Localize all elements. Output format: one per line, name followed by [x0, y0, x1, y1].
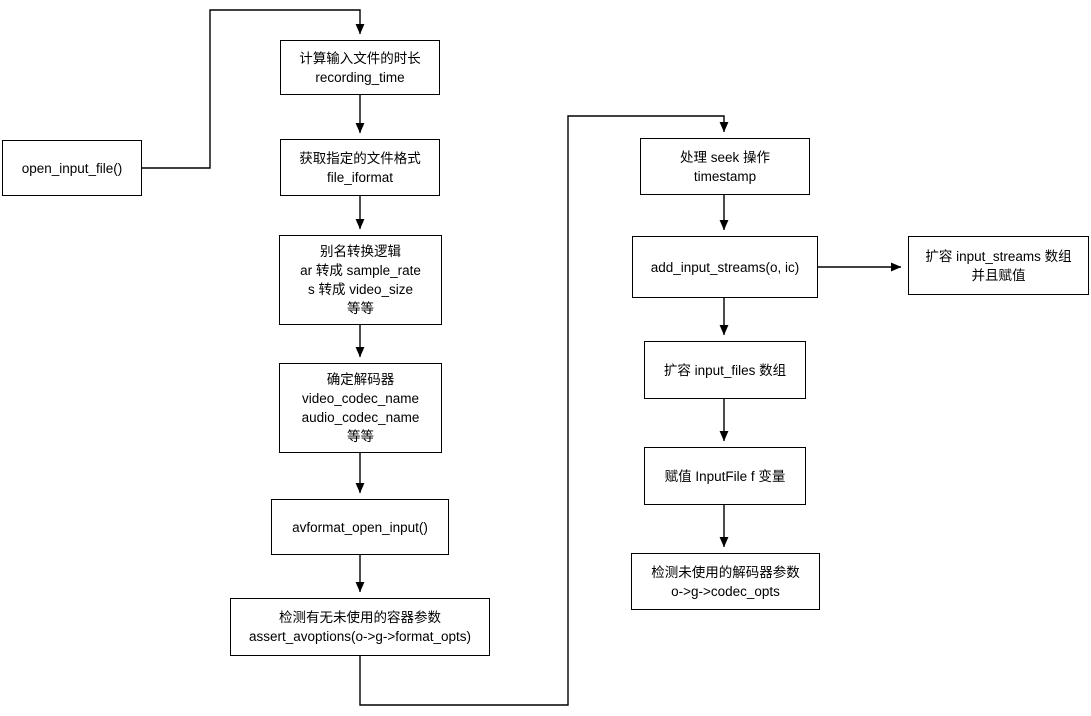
node-open-input-file[interactable]: open_input_file() — [2, 140, 142, 196]
node-grow-input-streams[interactable]: 扩容 input_streams 数组 并且赋值 — [908, 236, 1089, 295]
node-assert-format-opts-label: 检测有无未使用的容器参数 assert_avoptions(o->g->form… — [248, 610, 472, 644]
node-assert-codec-opts[interactable]: 检测未使用的解码器参数 o->g->codec_opts — [631, 553, 820, 610]
node-grow-input-files-label: 扩容 input_files 数组 — [663, 362, 787, 378]
node-open-input-file-label: open_input_file() — [21, 160, 123, 176]
node-assert-codec-opts-label: 检测未使用的解码器参数 o->g->codec_opts — [651, 564, 800, 599]
node-avformat-open-input-label: avformat_open_input() — [292, 519, 428, 535]
node-assign-inputfile-label: 赋值 InputFile f 变量 — [664, 468, 786, 484]
node-alias-convert[interactable]: 别名转换逻辑 ar 转成 sample_rate s 转成 video_size… — [279, 235, 442, 325]
node-grow-input-files[interactable]: 扩容 input_files 数组 — [644, 341, 806, 399]
node-file-iformat[interactable]: 获取指定的文件格式 file_iformat — [280, 139, 440, 196]
node-alias-convert-label: 别名转换逻辑 ar 转成 sample_rate s 转成 video_size… — [300, 244, 421, 316]
node-grow-input-streams-label: 扩容 input_streams 数组 并且赋值 — [925, 248, 1072, 283]
node-add-input-streams-label: add_input_streams(o, ic) — [650, 259, 800, 275]
node-seek-timestamp-label: 处理 seek 操作 timestamp — [679, 149, 771, 184]
node-avformat-open-input[interactable]: avformat_open_input() — [271, 499, 449, 555]
node-recording-time[interactable]: 计算输入文件的时长 recording_time — [280, 40, 440, 95]
node-decide-codec-label: 确定解码器 video_codec_name audio_codec_name … — [301, 372, 420, 444]
node-recording-time-label: 计算输入文件的时长 recording_time — [299, 50, 421, 85]
node-file-iformat-label: 获取指定的文件格式 file_iformat — [299, 150, 421, 185]
node-decide-codec[interactable]: 确定解码器 video_codec_name audio_codec_name … — [279, 363, 442, 453]
node-assert-format-opts[interactable]: 检测有无未使用的容器参数 assert_avoptions(o->g->form… — [230, 598, 490, 656]
node-assign-inputfile[interactable]: 赋值 InputFile f 变量 — [644, 447, 806, 505]
node-seek-timestamp[interactable]: 处理 seek 操作 timestamp — [640, 138, 810, 195]
node-add-input-streams[interactable]: add_input_streams(o, ic) — [632, 236, 818, 298]
